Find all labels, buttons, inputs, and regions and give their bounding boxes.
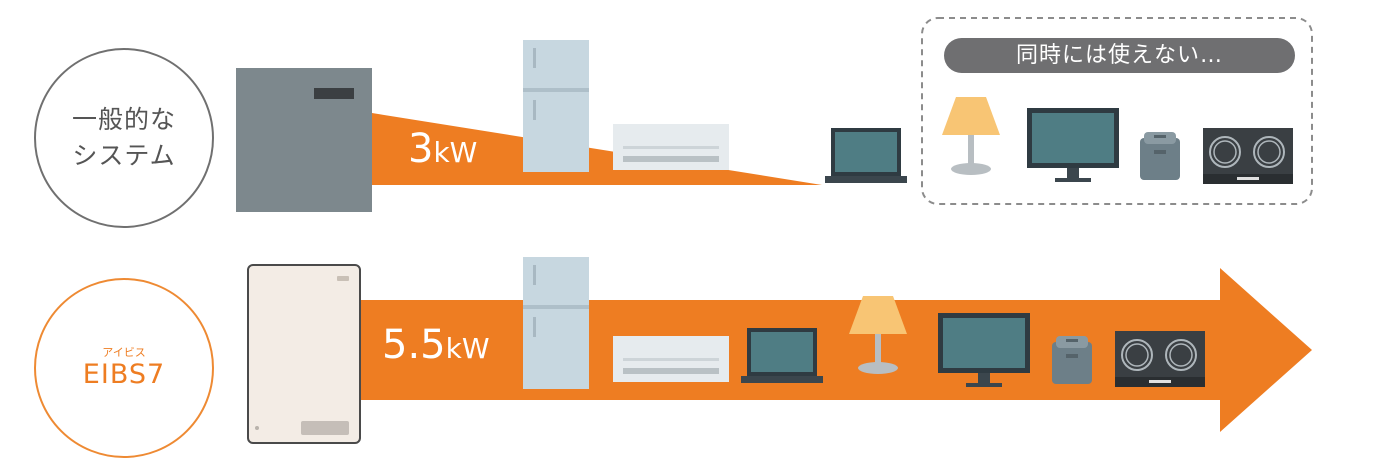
air-conditioner-icon xyxy=(613,124,729,170)
refrigerator-icon xyxy=(523,257,589,389)
standard-power-output: 3kW xyxy=(408,126,477,172)
standard-system-label-line1: 一般的な xyxy=(71,105,176,134)
laptop-icon xyxy=(825,128,907,183)
eibs7-unit-nameplate xyxy=(301,421,349,435)
eibs7-power-unit: kW xyxy=(445,332,490,365)
eibs7-ruby: アイビス xyxy=(102,346,146,359)
induction-cooktop-icon xyxy=(1202,127,1294,185)
battery-display-slot xyxy=(314,88,354,99)
eibs7-power-value: 5.5 xyxy=(382,322,446,368)
unavailable-appliances-box xyxy=(921,17,1313,205)
refrigerator-icon xyxy=(523,40,589,172)
air-conditioner-icon xyxy=(613,336,729,382)
eibs7-power-output: 5.5kW xyxy=(382,322,490,368)
monitor-icon xyxy=(1027,108,1119,182)
eibs7-badge: アイビス EIBS7 xyxy=(34,278,214,458)
induction-cooktop-icon xyxy=(1114,330,1206,388)
standard-battery-unit xyxy=(236,68,372,212)
eibs7-battery-unit xyxy=(247,264,361,444)
floor-lamp-icon xyxy=(942,97,1000,175)
unavailable-note: 同時には使えない… xyxy=(944,38,1295,73)
floor-lamp-icon xyxy=(849,296,907,374)
laptop-icon xyxy=(741,328,823,383)
eibs7-unit-logo xyxy=(337,276,349,281)
eibs7-unit-indicator xyxy=(255,426,259,430)
rice-cooker-icon xyxy=(1052,336,1092,384)
eibs7-label: EIBS7 xyxy=(82,359,166,390)
standard-power-unit: kW xyxy=(433,136,478,169)
monitor-icon xyxy=(938,313,1030,387)
power-arrow-eibs7 xyxy=(358,268,1312,432)
standard-power-value: 3 xyxy=(408,126,434,172)
standard-system-badge: 一般的な システム xyxy=(34,48,214,228)
standard-system-label-line2: システム xyxy=(72,141,176,170)
rice-cooker-icon xyxy=(1140,132,1180,180)
